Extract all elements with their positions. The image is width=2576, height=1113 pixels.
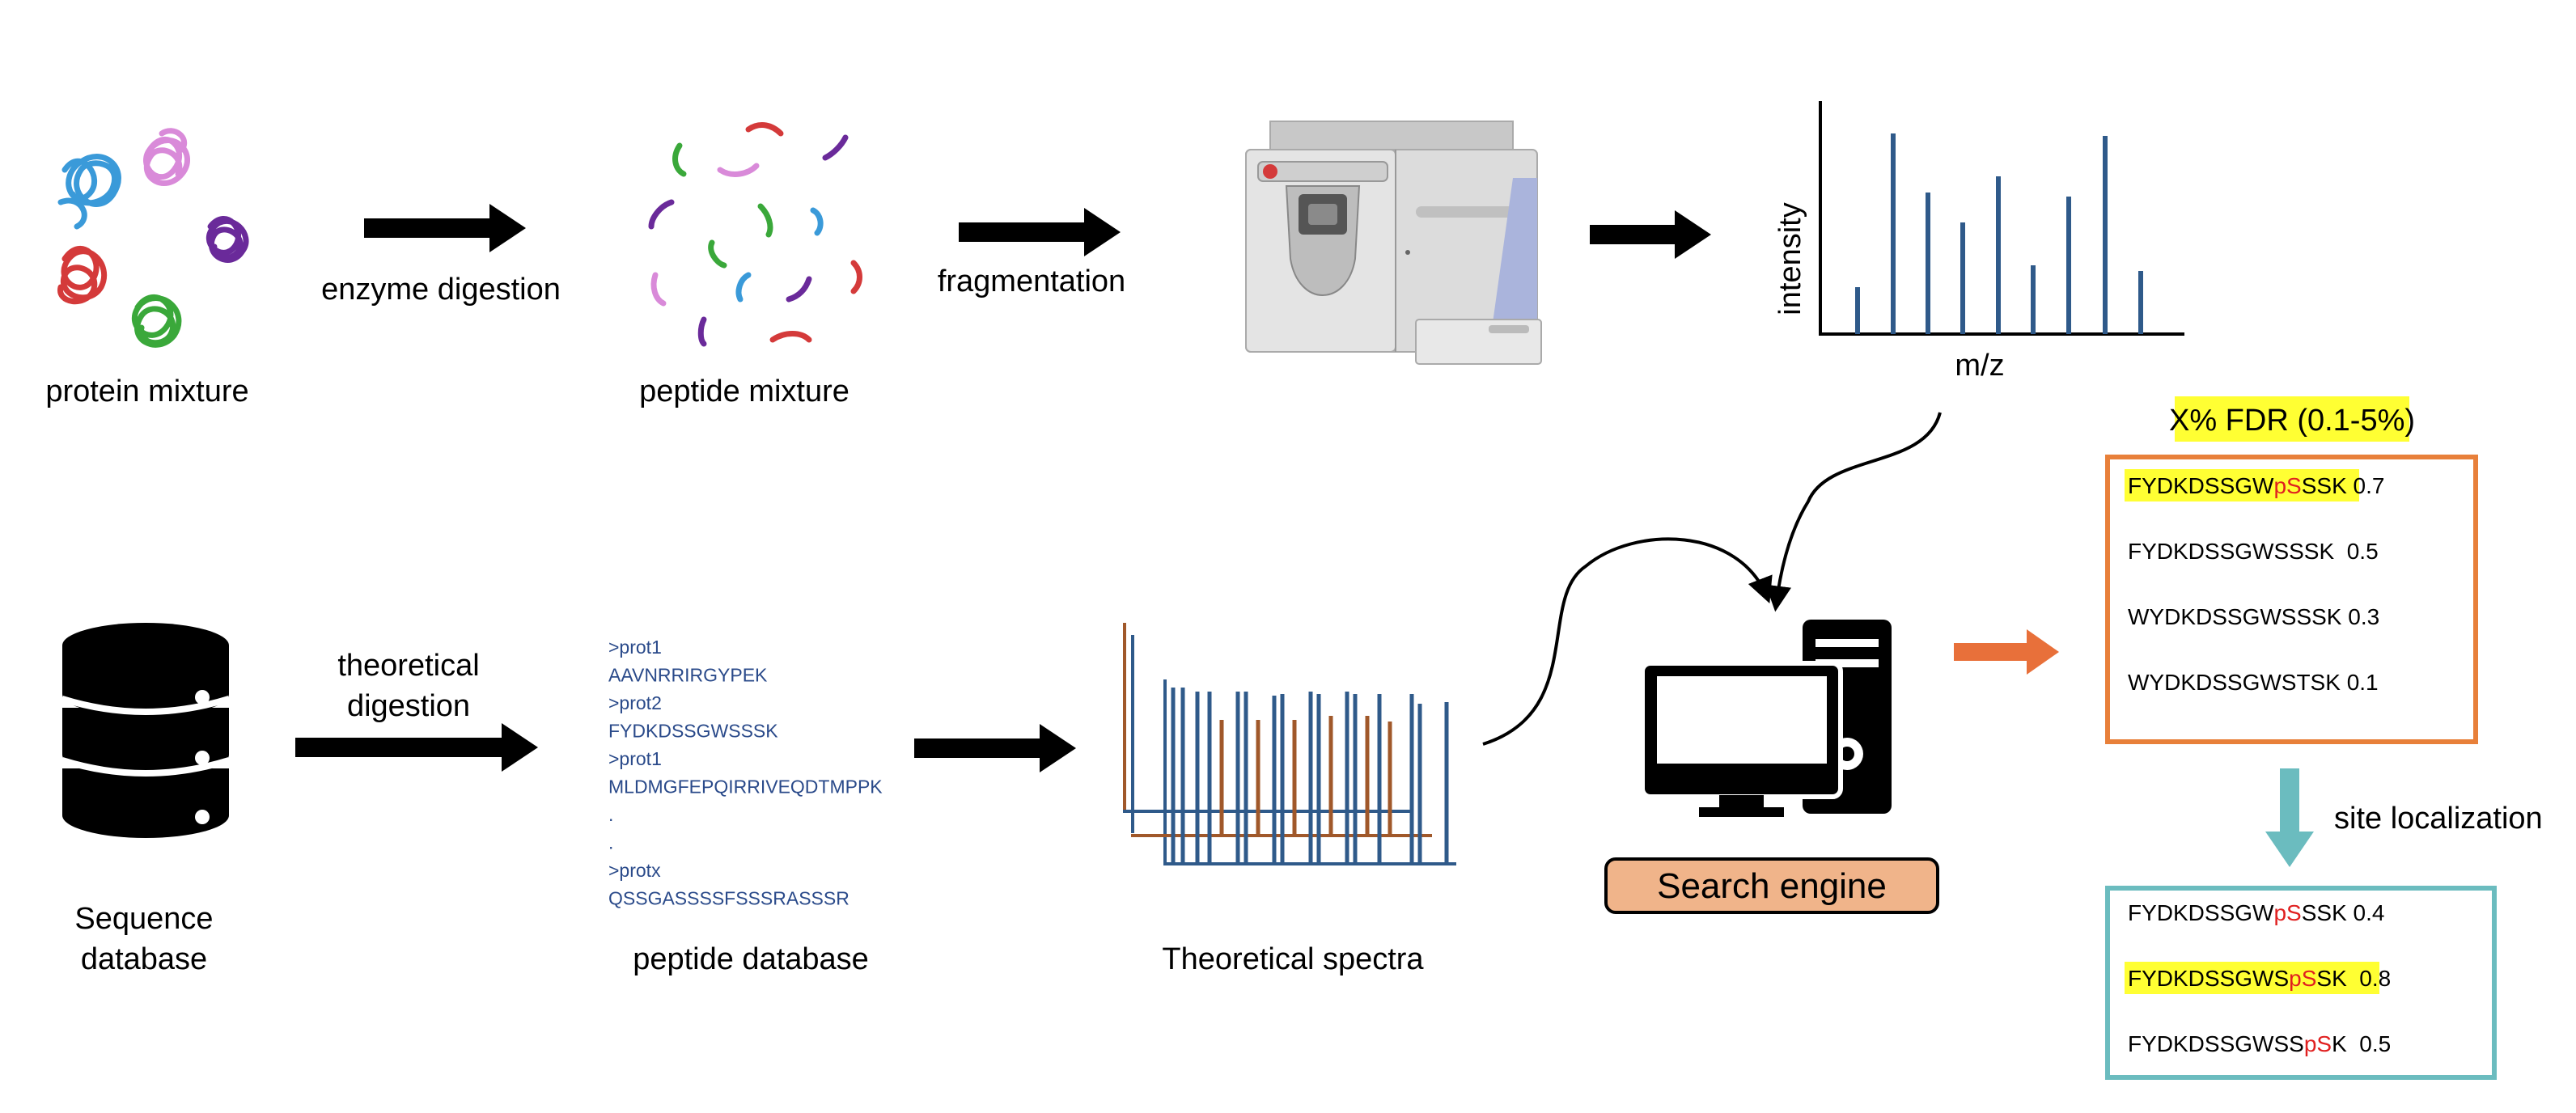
peptide-database-label: peptide database: [633, 942, 869, 976]
enzyme-digestion-label: enzyme digestion: [321, 273, 561, 307]
peptide-result-row: FYDKDSSGWpSSSK 0.7: [2128, 473, 2384, 498]
peptide-database-entry: >prot1: [608, 637, 662, 658]
protein-mixture-icon: [57, 128, 249, 348]
peptide-mixture-icon: [648, 122, 862, 347]
fdr-label: X% FDR (0.1-5%): [2169, 396, 2415, 442]
peptide-result-row: WYDKDSSGWSTSK 0.1: [2128, 670, 2379, 695]
theoretical-digestion-label-1: theoretical: [337, 649, 479, 683]
theoretical-digestion-label-2: digestion: [347, 689, 470, 723]
peptide-database-entry: >prot2: [608, 692, 662, 713]
highlight-marker: [2125, 469, 2359, 501]
arrow-to-spectrum: [1590, 210, 1711, 259]
peptide-result-row: FYDKDSSGWSSSK 0.5: [2128, 539, 2379, 564]
peptide-database-list: >prot1AAVNRRIRGYPEK>prot2FYDKDSSGWSSSK>p…: [608, 637, 883, 909]
peptide-database-entry: >protx: [608, 860, 661, 881]
mass-spectrometer-icon: [1245, 121, 1542, 365]
sequence-database-label-1: Sequence: [74, 902, 213, 936]
arrow-to-fdr-results: [1954, 629, 2059, 675]
peptide-database-entry: AAVNRRIRGYPEK: [608, 665, 768, 686]
intensity-label: intensity: [1773, 202, 1807, 315]
protein-mixture-label: protein mixture: [45, 375, 248, 408]
peptide-database-entry: >prot1: [608, 748, 662, 769]
theoretical-spectra-label: Theoretical spectra: [1162, 942, 1424, 976]
arrow-enzyme-digestion: [364, 204, 526, 252]
curve-arrow-spectrum-to-engine: [1765, 412, 1942, 612]
peptide-result-row: FYDKDSSGWSpSSK 0.8: [2128, 966, 2391, 991]
highlight-marker: [2125, 962, 2379, 994]
fdr-results-box: [2105, 455, 2478, 744]
search-engine-label: Search engine: [1657, 866, 1887, 906]
peptide-database-entry: FYDKDSSGWSSSK: [608, 721, 778, 742]
database-icon: [61, 623, 231, 838]
fragmentation-label: fragmentation: [938, 264, 1125, 298]
arrow-theoretical-digestion: [295, 723, 538, 772]
site-localization-label: site localization: [2334, 802, 2543, 836]
localization-results-box: [2105, 886, 2497, 1080]
search-engine-box: Search engine: [1604, 857, 1939, 914]
peptide-database-entry: .: [608, 804, 613, 825]
peptide-result-row: FYDKDSSGWSSpSK 0.5: [2128, 1031, 2391, 1056]
curve-arrow-theoretical-to-engine: [1482, 537, 1773, 746]
sequence-database-label-2: database: [81, 942, 207, 976]
peptide-result-row: WYDKDSSGWSSSK 0.3: [2128, 604, 2379, 629]
peptide-database-entry: QSSGASSSSFSSSRASSSR: [608, 888, 849, 909]
peptide-mixture-label: peptide mixture: [639, 375, 849, 408]
fdr-label-text: X% FDR (0.1-5%): [2169, 404, 2415, 438]
mz-label: m/z: [1955, 349, 2004, 383]
peptide-database-entry: MLDMGFEPQIRRIVEQDTMPPK: [608, 777, 883, 798]
peptide-database-entry: .: [608, 832, 613, 853]
computer-icon: [1640, 620, 1892, 817]
arrow-site-localization: [2265, 768, 2314, 867]
arrow-fragmentation: [959, 208, 1121, 256]
theoretical-spectra-icon: [1123, 623, 1456, 865]
spectrum-plot-icon: [1819, 101, 2184, 336]
arrow-to-theoretical-spectra: [914, 724, 1076, 772]
peptide-result-row: FYDKDSSGWpSSSK 0.4: [2128, 900, 2384, 925]
